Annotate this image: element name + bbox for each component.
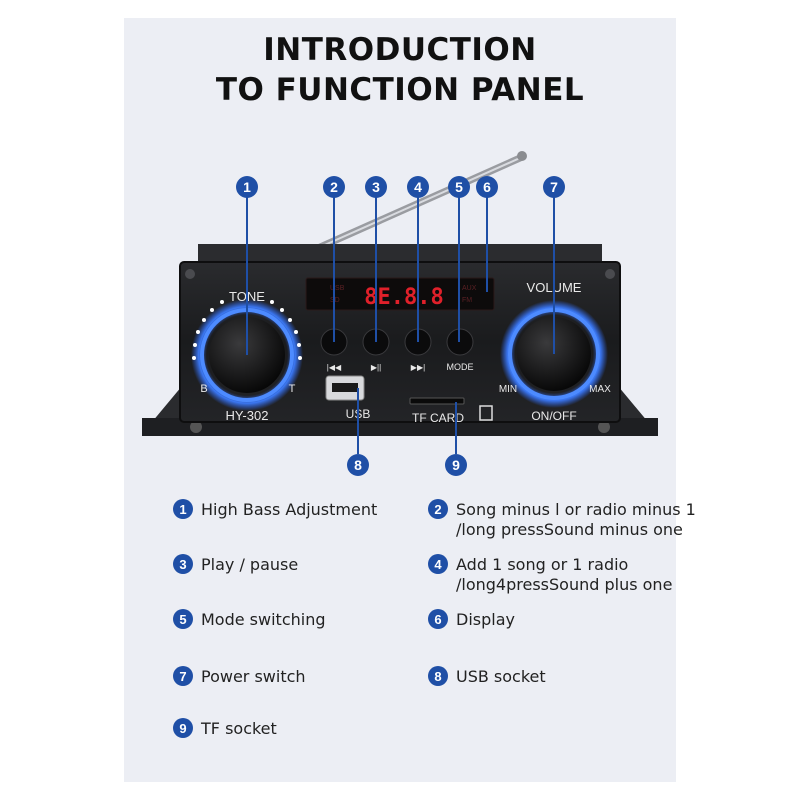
play-pause-icon: ▶|| xyxy=(371,363,381,372)
legend-item-2: 2 Song minus l or radio minus 1 /long pr… xyxy=(428,499,696,540)
usb-port[interactable] xyxy=(325,375,365,401)
next-icon: ▶▶| xyxy=(411,363,425,372)
legend-text: /long4pressSound plus one xyxy=(456,575,673,594)
svg-text:3: 3 xyxy=(372,179,380,195)
onoff-label: ON/OFF xyxy=(531,409,576,423)
model-label: HY-302 xyxy=(226,408,269,423)
display-aux: AUX xyxy=(462,285,477,292)
legend-text: High Bass Adjustment xyxy=(201,500,378,519)
title-line-1: INTRODUCTION xyxy=(263,32,537,68)
legend-number: 8 xyxy=(428,666,448,686)
callout-3: 3 xyxy=(365,176,387,198)
legend-number: 3 xyxy=(173,554,193,574)
display-digits: 8E.8.8 xyxy=(364,285,443,310)
page-title: INTRODUCTION TO FUNCTION PANEL xyxy=(124,30,676,110)
legend-text: Play / pause xyxy=(201,555,299,574)
display-fm: FM xyxy=(462,297,472,304)
callout-4: 4 xyxy=(407,176,429,198)
legend-number: 9 xyxy=(173,718,193,738)
bass-mark: B xyxy=(200,383,207,395)
legend-item-9: 9 TF socket xyxy=(173,718,277,739)
legend-item-7: 7 Power switch xyxy=(173,666,306,687)
legend-item-8: 8 USB socket xyxy=(428,666,546,687)
min-label: MIN xyxy=(499,384,517,395)
legend-text: Mode switching xyxy=(201,610,326,629)
legend-text: Power switch xyxy=(201,667,306,686)
callout-2: 2 xyxy=(323,176,345,198)
svg-text:4: 4 xyxy=(414,179,422,195)
previous-icon: |◀◀ xyxy=(327,363,342,372)
callout-5: 5 xyxy=(448,176,470,198)
svg-text:2: 2 xyxy=(330,179,338,195)
legend-item-1: 1 High Bass Adjustment xyxy=(173,499,378,520)
heatsink xyxy=(198,244,602,266)
legend-item-6: 6 Display xyxy=(428,609,515,630)
title-line-2: TO FUNCTION PANEL xyxy=(215,72,585,108)
legend-number: 1 xyxy=(173,499,193,519)
legend-text: USB socket xyxy=(456,667,546,686)
callout-1: 1 xyxy=(236,176,258,198)
treble-mark: T xyxy=(289,383,296,395)
svg-text:8: 8 xyxy=(354,457,362,473)
legend-text: /long pressSound minus one xyxy=(456,520,683,539)
legend-item-5: 5 Mode switching xyxy=(173,609,326,630)
legend-number: 5 xyxy=(173,609,193,629)
legend-number: 4 xyxy=(428,554,448,574)
svg-text:7: 7 xyxy=(550,179,558,195)
callout-7: 7 xyxy=(543,176,565,198)
display-usb: USB xyxy=(330,285,345,292)
legend-text: Add 1 song or 1 radio xyxy=(456,555,629,574)
callout-lines xyxy=(246,197,555,454)
legend-item-3: 3 Play / pause xyxy=(173,554,299,575)
antenna xyxy=(314,151,527,252)
mode-label: MODE xyxy=(447,362,474,372)
legend-text: TF socket xyxy=(201,719,277,738)
legend-number: 7 xyxy=(173,666,193,686)
led-display: USB SD 8E.8.8 AUX FM xyxy=(305,277,495,311)
callout-9: 9 xyxy=(445,454,467,476)
svg-text:9: 9 xyxy=(452,457,460,473)
sd-card-icon xyxy=(479,405,493,421)
legend-text: Display xyxy=(456,610,515,629)
svg-text:6: 6 xyxy=(483,179,491,195)
max-label: MAX xyxy=(589,384,611,395)
tf-card-label: TF CARD xyxy=(412,411,464,425)
svg-text:1: 1 xyxy=(243,179,251,195)
legend-number: 6 xyxy=(428,609,448,629)
legend-number: 2 xyxy=(428,499,448,519)
svg-text:5: 5 xyxy=(455,179,463,195)
callout-8: 8 xyxy=(347,454,369,476)
legend-item-4: 4 Add 1 song or 1 radio /long4pressSound… xyxy=(428,554,673,595)
tf-card-slot[interactable] xyxy=(409,397,493,421)
callout-6: 6 xyxy=(476,176,498,198)
legend-text: Song minus l or radio minus 1 xyxy=(456,500,696,519)
